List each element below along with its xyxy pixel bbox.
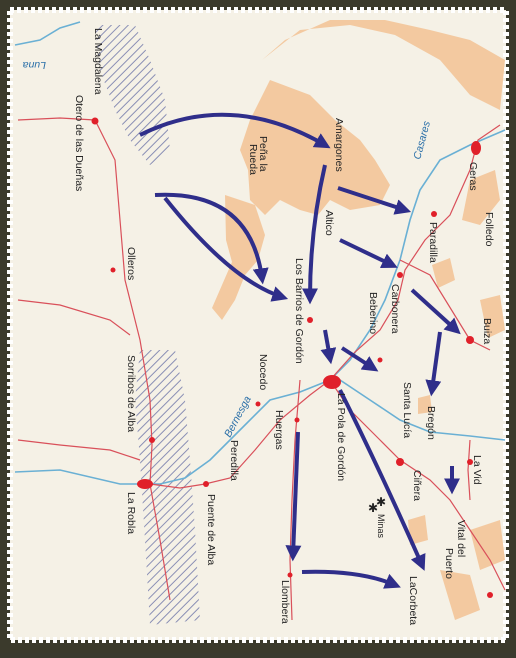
svg-text:✱: ✱ xyxy=(376,495,386,509)
label-la-vid: La Vid xyxy=(471,455,483,485)
rivers xyxy=(14,21,506,485)
label-altico: Altico xyxy=(323,210,335,236)
mines-icon: ✱ ✱ xyxy=(368,495,386,515)
label-la-robla: La Robla xyxy=(125,492,137,534)
river-label-luna: Luna xyxy=(22,59,46,71)
label-paradilla: Paradilla xyxy=(427,222,439,263)
town-la-magdalena xyxy=(91,117,99,125)
towns xyxy=(91,117,493,598)
label-vital-2: Puerto xyxy=(443,548,455,579)
label-penna-la-rueda: Peña la xyxy=(257,136,269,172)
label-otero: Otero de las Dueñas xyxy=(73,95,85,191)
label-santa-lucia: Santa Lucía xyxy=(401,382,413,438)
label-la-pola: La Pola de Gordón xyxy=(335,393,347,481)
label-sorribos: Sorribos de Alba xyxy=(125,355,137,432)
label-bregon: Bregón xyxy=(425,406,437,440)
label-cinera: Ciñera xyxy=(411,470,423,501)
roads xyxy=(17,117,506,621)
town-la-robla xyxy=(137,479,153,489)
label-vital: Vital del xyxy=(455,520,467,557)
label-geras: Geras xyxy=(467,162,479,191)
label-beberino: Beberino xyxy=(367,292,379,334)
label-amargones: Amargones xyxy=(333,118,345,172)
label-barrios: Los Barrios de Gordón xyxy=(293,258,305,364)
svg-text:✱: ✱ xyxy=(368,501,378,515)
label-llombera: Llombera xyxy=(279,580,291,624)
label-olleros: Olleros xyxy=(125,247,137,280)
label-puente-alba: Puente de Alba xyxy=(205,494,217,565)
label-carbonera: Carbonera xyxy=(389,284,401,334)
mountain-areas xyxy=(212,20,505,620)
arrows xyxy=(139,112,461,589)
label-nocedo: Nocedo xyxy=(257,354,269,390)
label-huergas: Huergas xyxy=(273,410,285,450)
label-minas: Minas xyxy=(376,514,386,539)
label-la-magdalena: La Magdalena xyxy=(92,28,104,95)
label-lacorbeta: LaCorbeta xyxy=(407,576,419,625)
town-la-pola xyxy=(323,375,341,389)
label-buiza: Buiza xyxy=(481,318,493,344)
label-folledo: Folledo xyxy=(483,212,495,247)
label-peredilla: Peredilla xyxy=(228,440,240,481)
label-penna-la-rueda-2: Rueda xyxy=(247,144,259,175)
